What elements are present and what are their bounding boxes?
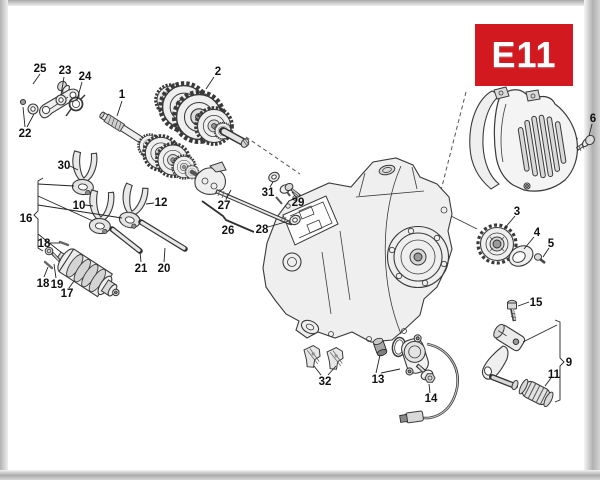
part-label-20: 20 <box>158 263 171 275</box>
part-label-18b: 18 <box>37 278 50 290</box>
part-label-10: 10 <box>73 200 86 212</box>
part-label-3: 3 <box>514 206 520 218</box>
part-label-32: 32 <box>319 376 332 388</box>
bolt-5-shaft <box>539 257 546 265</box>
switch-plug <box>372 337 388 357</box>
part-label-9: 9 <box>566 357 572 369</box>
pin-18-lower <box>43 260 54 270</box>
gearbox-counter-shaft-cluster <box>154 83 250 148</box>
part-label-31: 31 <box>262 187 275 199</box>
part-label-5: 5 <box>548 238 555 250</box>
part-label-24: 24 <box>79 71 92 83</box>
part-label-14: 14 <box>425 393 438 405</box>
part-label-4: 4 <box>534 227 541 239</box>
linkage-rod-26 <box>201 200 255 233</box>
fork-guide-rods <box>109 219 188 254</box>
gearchange-detent-lever-parts <box>19 80 86 119</box>
bolt-6-head <box>585 134 595 146</box>
front-sprocket <box>476 223 518 265</box>
front-sprocket-group <box>476 223 546 267</box>
part-label-30: 30 <box>58 160 71 172</box>
part-label-23: 23 <box>59 65 72 77</box>
return-spring-24 <box>65 94 86 117</box>
part-label-11: 11 <box>548 369 561 381</box>
lever-clamp <box>493 323 526 352</box>
neutral-switch-assembly <box>372 334 459 424</box>
cover-vent-slots <box>517 114 567 179</box>
part-label-2: 2 <box>215 66 221 78</box>
part-label-1: 1 <box>119 89 126 101</box>
part-label-18a: 18 <box>38 238 51 250</box>
pin-18-upper <box>58 240 70 247</box>
cylinder-base-flange <box>282 195 339 246</box>
part-label-17: 17 <box>61 288 74 300</box>
leader-lines <box>22 73 593 394</box>
end-bolt-and-washer <box>268 171 301 198</box>
group-bracket-16 <box>33 177 123 258</box>
part-label-19: 19 <box>51 279 64 291</box>
part-label-12: 12 <box>155 197 168 209</box>
page-code-badge: E11 <box>475 24 573 86</box>
selector-claw <box>194 167 226 195</box>
part-label-29: 29 <box>292 197 305 209</box>
bolt-19-head <box>44 246 54 256</box>
part-label-15: 15 <box>530 297 543 309</box>
switch-body <box>401 334 429 376</box>
part-label-22: 22 <box>19 128 32 140</box>
gear-selector-shaft-assembly <box>194 161 301 233</box>
part-label-6: 6 <box>590 113 596 125</box>
bolt-14-head <box>424 373 436 383</box>
group-bracket-9 <box>554 319 565 403</box>
part-label-26: 26 <box>222 225 235 237</box>
part-label-28: 28 <box>256 224 269 236</box>
cover-gasket <box>469 90 502 190</box>
front-sprocket-cover <box>469 86 579 192</box>
part-label-13: 13 <box>372 374 385 386</box>
cover-bolt-6 <box>575 134 595 152</box>
gearbox-main-shaft <box>99 111 201 180</box>
part-label-27: 27 <box>218 200 231 212</box>
crankcase <box>262 157 453 343</box>
part-label-16: 16 <box>20 213 33 225</box>
bolt-5-head <box>533 253 543 261</box>
clutch-housing-bore <box>386 225 450 289</box>
part-labels: 1 2 3 4 5 6 9 10 11 12 13 14 15 16 17 18… <box>19 63 597 405</box>
shift-drum-assembly <box>43 240 120 298</box>
lever-rubber-11 <box>518 378 554 408</box>
shift-drum <box>55 248 120 298</box>
gear-lever-assembly <box>481 299 565 408</box>
page-code-text: E11 <box>491 34 557 75</box>
cable-terminal <box>399 410 424 424</box>
part-label-25: 25 <box>34 63 47 75</box>
part-label-21: 21 <box>135 263 148 275</box>
nut-22 <box>19 98 27 106</box>
